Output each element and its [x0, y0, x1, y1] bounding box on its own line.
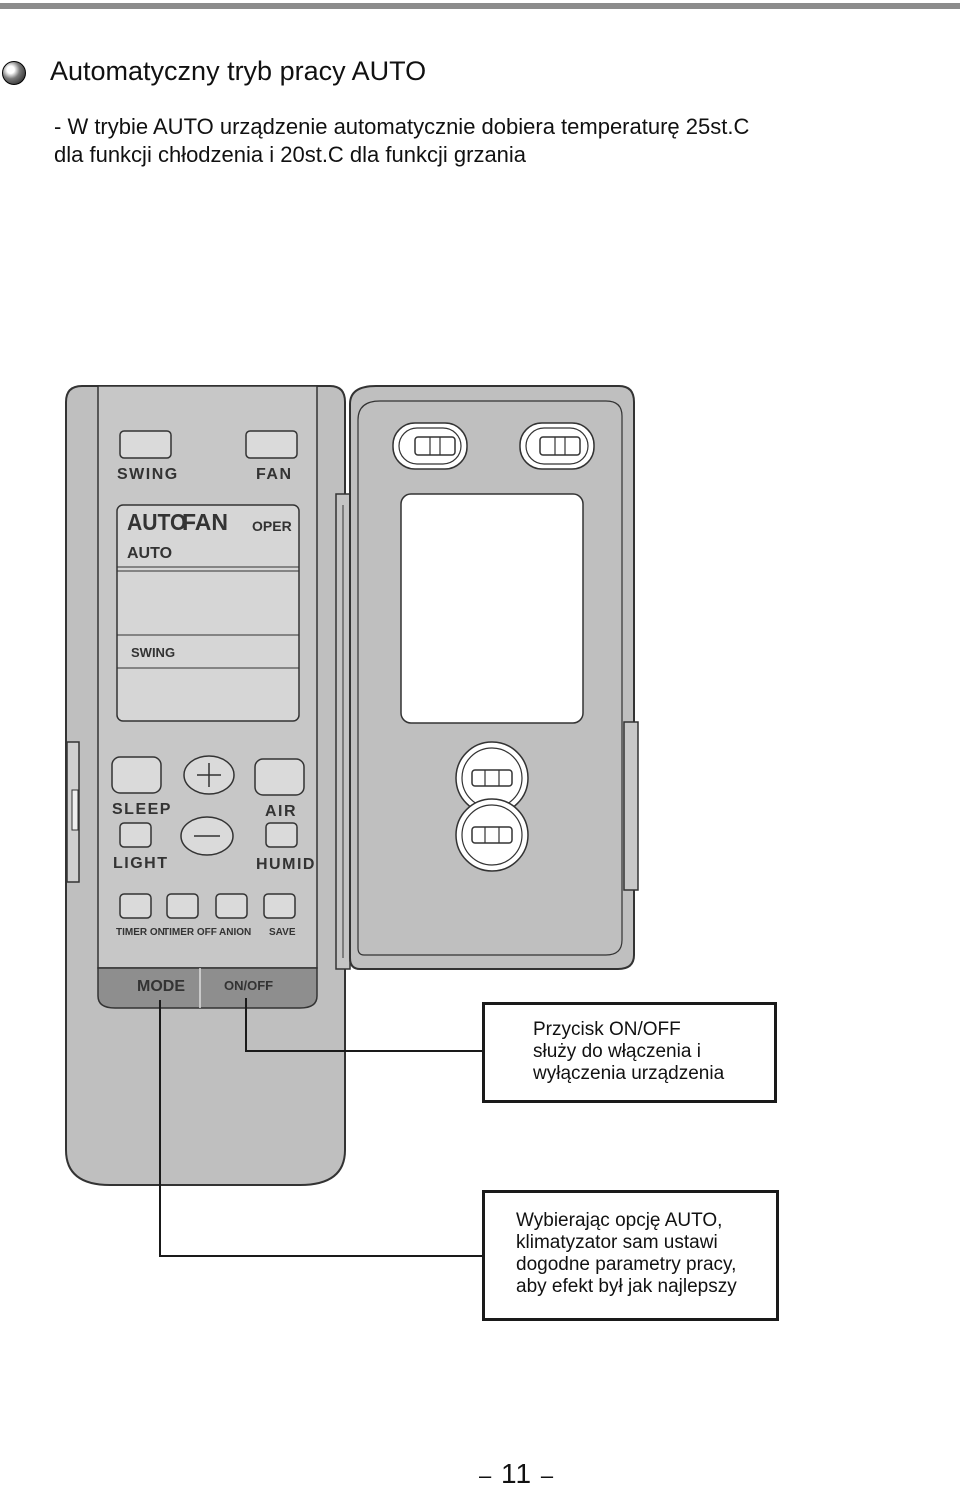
page-number-value: 11 [501, 1458, 533, 1489]
page-number: – 11 – [479, 1458, 554, 1490]
mode-onoff-bar [97, 967, 318, 1009]
intro-text: - W trybie AUTO urządzenie automatycznie… [54, 113, 854, 169]
sleep-label: SLEEP [112, 801, 172, 818]
callout-line: służy do włączenia i [533, 1041, 701, 1062]
callout-line: dogodne parametry pracy, [516, 1254, 737, 1275]
timer-on-button[interactable] [119, 893, 152, 919]
cover-clip-icon [392, 422, 468, 470]
page-dash-left: – [479, 1463, 493, 1488]
light-label: LIGHT [113, 855, 169, 872]
air-button[interactable] [254, 758, 305, 796]
lcd-fan-auto: AUTO [127, 545, 172, 562]
callout-auto: Wybierając opcję AUTO, klimatyzator sam … [482, 1190, 779, 1321]
humid-label: HUMID [256, 856, 316, 873]
lcd-fan: FAN [182, 509, 228, 535]
bullet-icon [2, 61, 26, 85]
save-label: SAVE [269, 927, 296, 938]
timer-on-label: TIMER ON [116, 927, 165, 938]
intro-line-1: - W trybie AUTO urządzenie automatycznie… [54, 114, 750, 139]
lcd-swing: SWING [131, 645, 175, 660]
page-dash-right: – [540, 1463, 555, 1488]
callout-line: Przycisk ON/OFF [533, 1019, 681, 1040]
mode-button[interactable]: MODE [137, 978, 185, 995]
humid-button[interactable] [265, 822, 298, 848]
fan-button[interactable] [245, 430, 298, 459]
on-off-button[interactable]: ON/OFF [224, 978, 273, 993]
callout-line: wyłączenia urządzenia [533, 1063, 725, 1084]
save-button[interactable] [263, 893, 296, 919]
anion-label: ANION [219, 927, 251, 938]
cover-clip-icon [519, 422, 595, 470]
intro-line-2: dla funkcji chłodzenia i 20st.C dla funk… [54, 142, 527, 167]
cover-window [400, 493, 584, 724]
remote-side-notch [71, 789, 79, 831]
timer-off-button[interactable] [166, 893, 199, 919]
cover-lock-icon [455, 741, 529, 872]
plus-icon [197, 763, 221, 787]
callout-on-off: Przycisk ON/OFF służy do włączenia i wył… [482, 1002, 777, 1103]
cover-side-tab [623, 721, 639, 891]
lcd-oper: OPER [252, 518, 292, 534]
callout-line: Wybierając opcję AUTO, [516, 1210, 723, 1231]
leader-line-on-off [245, 998, 483, 1052]
swing-label: SWING [117, 466, 179, 483]
fan-label: FAN [256, 466, 293, 483]
callout-line: klimatyzator sam ustawi [516, 1232, 718, 1253]
anion-button[interactable] [215, 893, 248, 919]
sleep-button[interactable] [111, 756, 162, 794]
section-heading: Automatyczny tryb pracy AUTO [50, 56, 427, 86]
light-button[interactable] [119, 822, 152, 848]
callout-line: aby efekt był jak najlepszy [516, 1276, 737, 1297]
timer-off-label: TIMER OFF [163, 927, 217, 938]
remote-cover-inner [357, 400, 623, 956]
lcd-display [116, 504, 300, 722]
lcd-mode-auto: AUTO [127, 509, 187, 535]
swing-button[interactable] [119, 430, 172, 459]
air-label: AIR [265, 803, 297, 820]
leader-line-mode [159, 1000, 483, 1257]
top-rule [0, 3, 960, 9]
